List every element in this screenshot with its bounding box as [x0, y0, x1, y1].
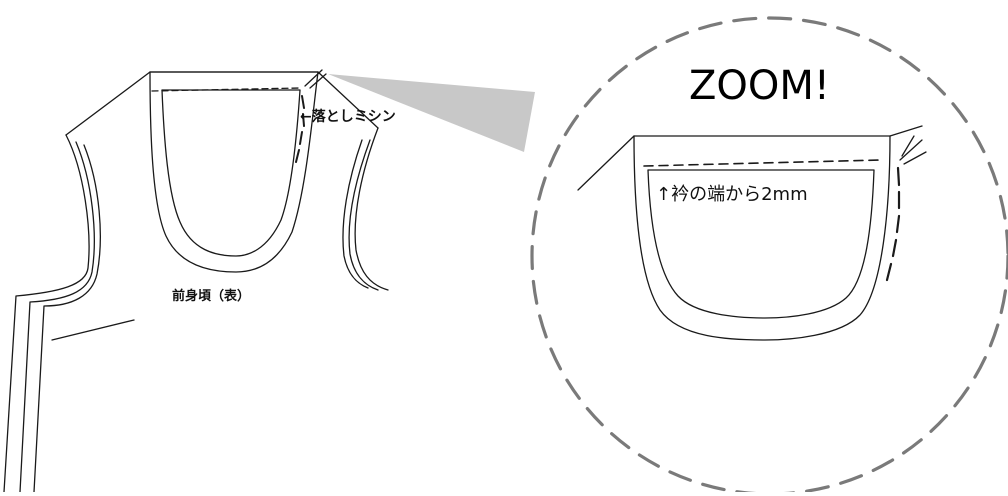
zoom-circle: [530, 16, 1008, 496]
zoom-stitch-in-the-ditch: [885, 166, 901, 282]
left-armhole-inner: [33, 144, 101, 493]
leader-line: [51, 319, 135, 341]
zoomed-neckline-drawing: [577, 125, 927, 341]
zoom-left-shoulder: [577, 135, 635, 191]
right-armhole-outer: [354, 127, 389, 291]
collar-topstitch-dashed: [151, 87, 301, 92]
neckline-band-outer: [149, 71, 319, 273]
zoom-band-outer: [633, 135, 891, 341]
right-armhole-inner: [342, 139, 369, 289]
zoom-topstitch-dashed: [643, 159, 881, 167]
neckline-band-inner: [161, 89, 301, 257]
zoom-callout-wedge: [328, 74, 535, 152]
right-shoulder-line: [317, 71, 379, 129]
left-armhole-mid: [19, 141, 95, 493]
front-bodice-drawing: [3, 69, 389, 493]
left-armhole-outer: [3, 134, 90, 493]
left-shoulder-line: [65, 71, 151, 136]
collar-edge-note: ↑衿の端から2mm: [656, 184, 808, 205]
front-bodice-label: 前身頃（表）: [172, 289, 251, 304]
zoom-title: ZOOM!: [689, 63, 830, 109]
zoom-shoulder-tick: [899, 135, 927, 165]
zoom-right-shoulder: [889, 125, 923, 137]
right-armhole-mid: [348, 139, 379, 291]
stitch-in-the-ditch-marks: [295, 95, 305, 163]
shoulder-tick: [304, 69, 327, 89]
zoom-band-inner: [647, 169, 875, 319]
stitch-in-the-ditch-label: ←落としミシン: [300, 109, 396, 125]
